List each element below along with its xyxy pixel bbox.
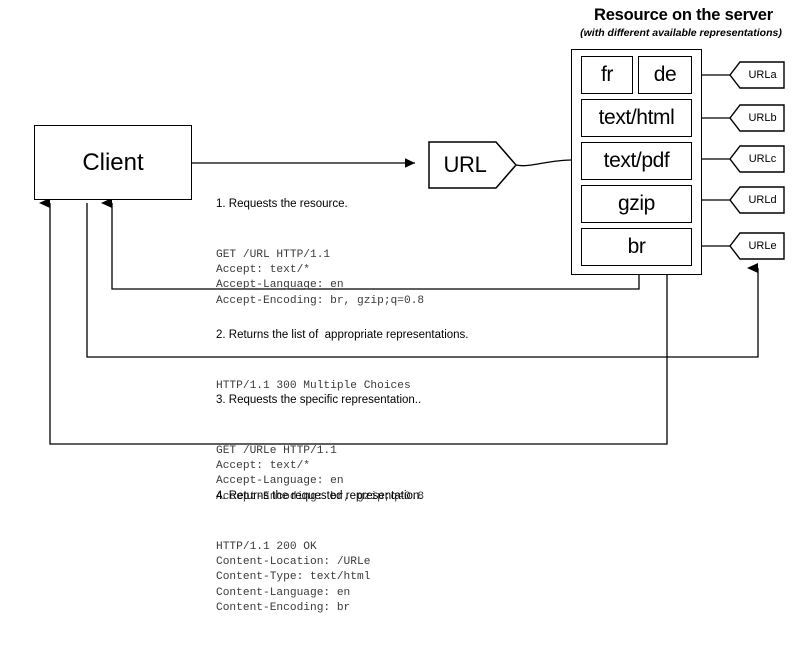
representation-box-fr[interactable]: fr [581, 56, 633, 94]
representation-box-text-pdf[interactable]: text/pdf [581, 142, 692, 180]
step-1-title: 1. Requests the resource. [216, 198, 348, 210]
url-tag-urla[interactable]: URLa [729, 61, 785, 89]
url-tag-urld[interactable]: URLd [729, 186, 785, 214]
step-3-body: GET /URLe HTTP/1.1 Accept: text/* Accept… [216, 445, 425, 503]
representation-label-de: de [653, 63, 677, 86]
flow-specific-request-to-urle [86, 203, 759, 358]
step-3: 3. Requests the specific representation.… [216, 358, 424, 541]
representation-label-br: br [627, 235, 646, 258]
url-tag-label-urld: URLd [748, 194, 777, 206]
pentagon-left-icon [729, 104, 785, 132]
representation-box-gzip[interactable]: gzip [581, 185, 692, 223]
url-tag-label-urlb: URLb [748, 112, 777, 124]
url-tag-label-urla: URLa [748, 69, 777, 81]
representation-label-gzip: gzip [618, 192, 655, 215]
representation-box-br[interactable]: br [581, 228, 692, 266]
step-4: 4. Returns the requested representation.… [216, 454, 423, 652]
client-label: Client [82, 148, 144, 176]
representation-label-text-html: text/html [598, 106, 675, 129]
pentagon-right-icon [428, 141, 517, 189]
pentagon-left-icon [729, 61, 785, 89]
server-title: Resource on the server [593, 6, 773, 24]
representation-label-text-pdf: text/pdf [603, 149, 670, 172]
url-tag-label-urlc: URLc [748, 153, 777, 165]
client-box[interactable]: Client [34, 125, 192, 200]
representation-box-text-html[interactable]: text/html [581, 99, 692, 137]
flow-url-to-server [515, 159, 572, 167]
pentagon-left-icon [729, 145, 785, 173]
url-tag-urlc[interactable]: URLc [729, 145, 785, 173]
url-node-label: URL [443, 152, 487, 177]
step-1-body: GET /URL HTTP/1.1 Accept: text/* Accept-… [216, 249, 425, 307]
representation-label-fr: fr [600, 63, 614, 86]
step-3-title: 3. Requests the specific representation.… [216, 394, 422, 406]
pentagon-left-icon [729, 232, 785, 260]
representation-box-de[interactable]: de [638, 56, 692, 94]
url-node[interactable]: URL [428, 141, 518, 189]
url-tag-urle[interactable]: URLe [729, 232, 785, 260]
pentagon-left-icon [729, 186, 785, 214]
flow-300-response-to-client [101, 198, 640, 290]
server-subtitle: (with different available representation… [580, 27, 782, 39]
diagram-canvas: Resource on the server (with different a… [34, 6, 785, 614]
step-4-body: HTTP/1.1 200 OK Content-Location: /URLe … [216, 541, 371, 614]
step-1: 1. Requests the resource. GET /URL HTTP/… [216, 162, 424, 345]
step-2-title: 2. Returns the list of appropriate repre… [216, 329, 469, 341]
step-2: 2. Returns the list of appropriate repre… [216, 293, 469, 430]
step-2-body: HTTP/1.1 300 Multiple Choices [216, 380, 411, 392]
flow-200-response-to-client [39, 198, 668, 445]
url-tag-urlb[interactable]: URLb [729, 104, 785, 132]
url-tag-label-urle: URLe [748, 240, 777, 252]
step-4-title: 4. Returns the requested representation. [216, 490, 423, 502]
